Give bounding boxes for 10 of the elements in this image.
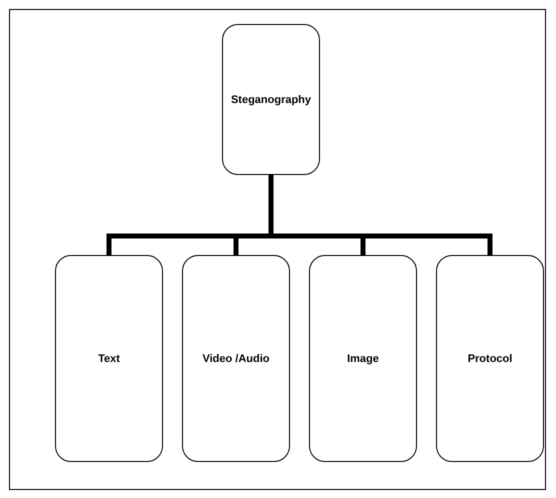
box-label: Image (347, 352, 379, 364)
box-label: Steganography (230, 94, 312, 106)
box-label: Protocol (468, 352, 512, 364)
rounded-box (182, 255, 290, 462)
rounded-box (309, 255, 417, 462)
rounded-box (436, 255, 544, 462)
box-label: Video /Audio (202, 352, 270, 364)
box-label: Text (98, 352, 120, 364)
rounded-box (222, 24, 320, 175)
rounded-box (55, 255, 163, 462)
